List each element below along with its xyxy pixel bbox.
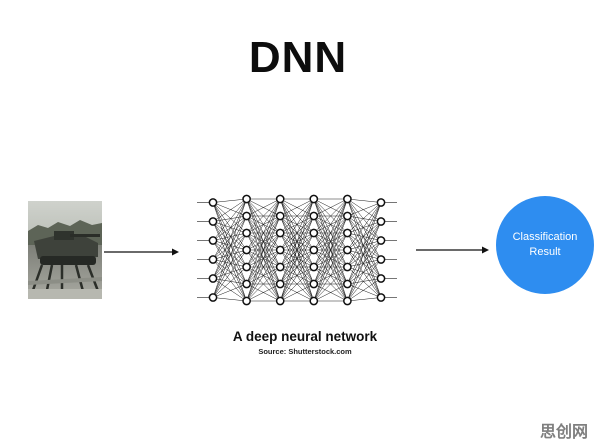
network-caption: A deep neural network	[210, 328, 400, 346]
edge-0-3-0	[213, 199, 247, 260]
neuron-5-1	[377, 218, 384, 225]
neuron-5-0	[377, 199, 384, 206]
network-edges	[197, 199, 397, 301]
neuron-4-0	[344, 195, 351, 202]
edge-0-5-0	[213, 199, 247, 298]
neuron-0-5	[209, 294, 216, 301]
neuron-3-0	[310, 195, 317, 202]
edge-0-0-0	[213, 199, 247, 203]
neuron-4-4	[344, 263, 351, 270]
neuron-5-2	[377, 237, 384, 244]
neuron-3-2	[310, 229, 317, 236]
edge-0-2-6	[213, 241, 247, 302]
edge-0-1-6	[213, 222, 247, 302]
neuron-1-3	[243, 246, 250, 253]
input-arrow	[104, 249, 179, 256]
neuron-1-6	[243, 297, 250, 304]
result-label-line1: Classification	[513, 230, 578, 245]
neuron-0-1	[209, 218, 216, 225]
neuron-4-1	[344, 212, 351, 219]
neuron-4-3	[344, 246, 351, 253]
classification-result-circle: Classification Result	[496, 196, 594, 294]
neuron-1-4	[243, 263, 250, 270]
neuron-0-4	[209, 275, 216, 282]
edge-4-0-1	[347, 199, 381, 222]
edge-0-1-0	[213, 199, 247, 222]
network-source: Source: Shutterstock.com	[210, 347, 400, 357]
neuron-4-6	[344, 297, 351, 304]
edge-4-6-1	[347, 222, 381, 302]
edge-4-6-5	[347, 298, 381, 302]
edge-0-4-0	[213, 199, 247, 279]
neuron-5-4	[377, 275, 384, 282]
neuron-2-4	[277, 263, 284, 270]
edge-4-6-4	[347, 279, 381, 302]
result-label-line2: Result	[529, 245, 560, 260]
neuron-4-5	[344, 280, 351, 287]
neuron-3-4	[310, 263, 317, 270]
neuron-2-1	[277, 212, 284, 219]
neuron-4-2	[344, 229, 351, 236]
neuron-2-0	[277, 195, 284, 202]
edge-0-5-6	[213, 298, 247, 302]
edge-4-0-4	[347, 199, 381, 279]
neuron-1-1	[243, 212, 250, 219]
edge-4-0-3	[347, 199, 381, 260]
edge-4-6-0	[347, 203, 381, 302]
neuron-3-5	[310, 280, 317, 287]
neuron-2-3	[277, 246, 284, 253]
neuron-2-2	[277, 229, 284, 236]
edge-0-4-6	[213, 279, 247, 302]
output-arrow	[416, 247, 489, 254]
neuron-2-6	[277, 297, 284, 304]
neuron-2-5	[277, 280, 284, 287]
neuron-1-2	[243, 229, 250, 236]
edge-4-0-0	[347, 199, 381, 203]
neuron-5-3	[377, 256, 384, 263]
neuron-3-3	[310, 246, 317, 253]
watermark-logo: 思创网	[540, 418, 588, 442]
neuron-1-0	[243, 195, 250, 202]
neuron-1-5	[243, 280, 250, 287]
neuron-0-0	[209, 199, 216, 206]
neuron-3-6	[310, 297, 317, 304]
neuron-0-2	[209, 237, 216, 244]
neuron-0-3	[209, 256, 216, 263]
neuron-5-5	[377, 294, 384, 301]
edge-4-6-2	[347, 241, 381, 302]
neuron-3-1	[310, 212, 317, 219]
